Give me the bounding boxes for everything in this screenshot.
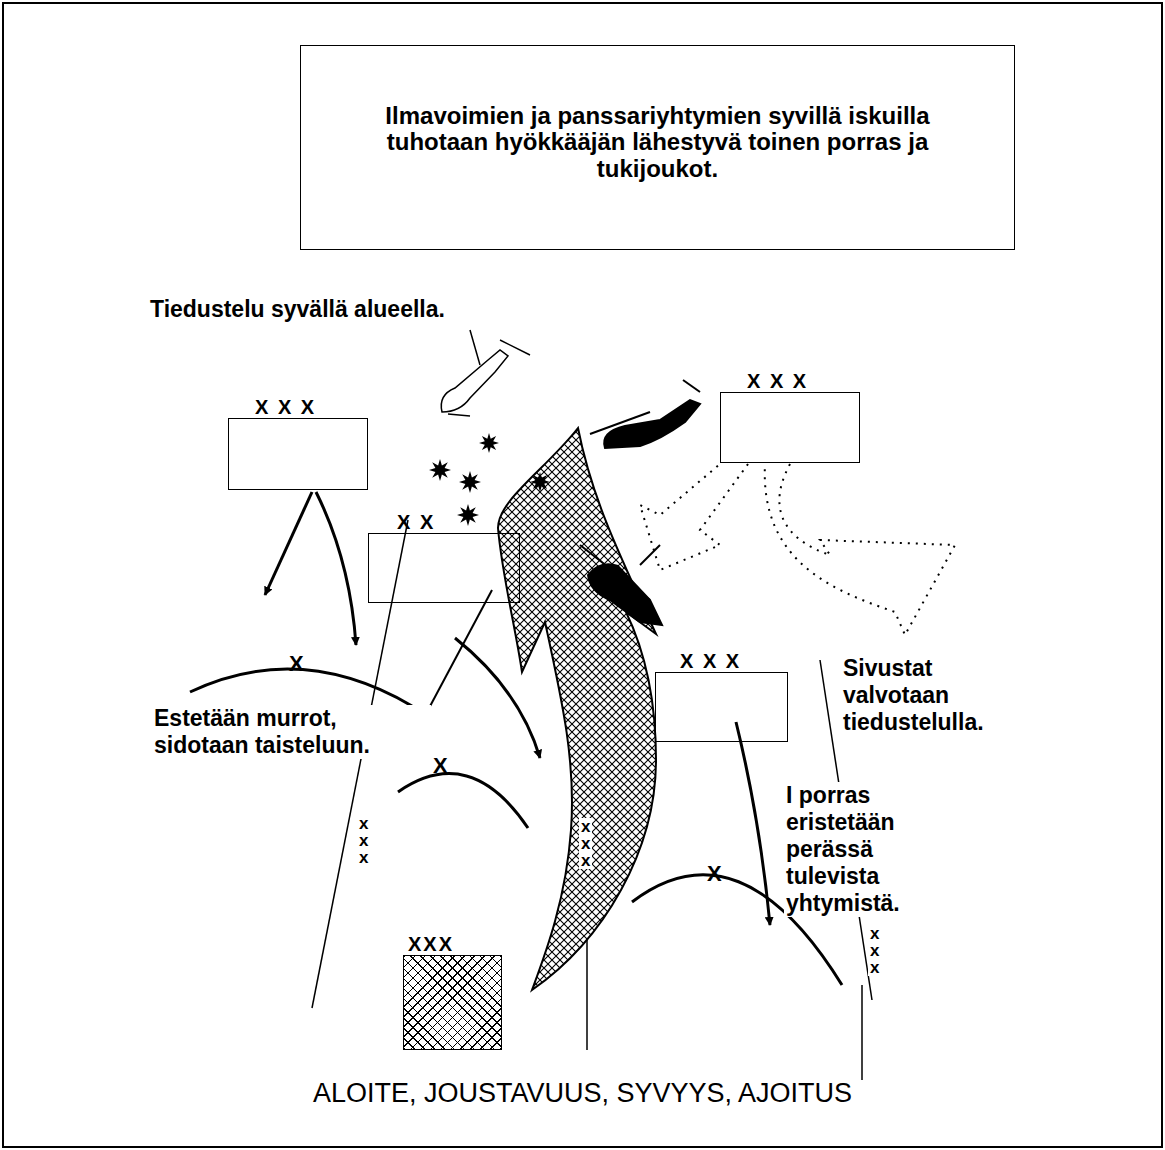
mission-box: Ilmavoimien ja panssariyhtymien syvillä … bbox=[300, 45, 1015, 250]
explosion-star bbox=[457, 504, 479, 526]
note-text: Sivustat valvotaan tiedustelulla. bbox=[843, 655, 1023, 736]
principles-caption: ALOITE, JOUSTAVUUS, SYVYYS, AJOITUS bbox=[0, 1078, 1165, 1109]
unit-size-marker: XXX bbox=[408, 934, 454, 954]
main-counterattack-arrow bbox=[498, 428, 656, 990]
boundary-marker: xxx bbox=[868, 925, 881, 976]
dotted-arrows bbox=[640, 464, 955, 635]
unit-size-marker: X X X bbox=[747, 371, 808, 391]
helicopter-black bbox=[590, 380, 700, 448]
helicopter-on-arrow bbox=[580, 545, 662, 625]
unit-size-marker: X bbox=[707, 860, 722, 887]
unit-symbol: X X X bbox=[655, 672, 788, 742]
note-text: Estetään murrot, sidotaan taisteluun. bbox=[152, 705, 431, 759]
explosion-star bbox=[530, 472, 550, 492]
unit-size-marker: X X X bbox=[255, 397, 316, 417]
explosion-star bbox=[479, 433, 499, 453]
note-text: I porras eristetään perässä tulevista yh… bbox=[784, 782, 938, 917]
explosion-star bbox=[429, 459, 451, 481]
explosion-star bbox=[459, 471, 481, 493]
mission-text: Ilmavoimien ja panssariyhtymien syvillä … bbox=[338, 103, 978, 182]
boundary-marker: xxx bbox=[357, 815, 370, 866]
unit-size-marker: X X bbox=[397, 512, 435, 532]
boundary-marker: xxx bbox=[579, 818, 592, 869]
outer-frame bbox=[3, 3, 1162, 1147]
unit-size-marker: X bbox=[433, 752, 448, 779]
helicopter-outline bbox=[441, 330, 530, 416]
unit-size-marker: X X X bbox=[680, 651, 741, 671]
explosions bbox=[429, 433, 550, 526]
unit-symbol: X X X bbox=[228, 418, 368, 490]
unit-symbol: X X X bbox=[720, 392, 860, 463]
unit-size-marker: X bbox=[289, 650, 304, 677]
unit-symbol: X X bbox=[368, 533, 520, 603]
unit-symbol: XXX bbox=[403, 955, 502, 1050]
note-text: Tiedustelu syvällä alueella. bbox=[150, 296, 445, 323]
